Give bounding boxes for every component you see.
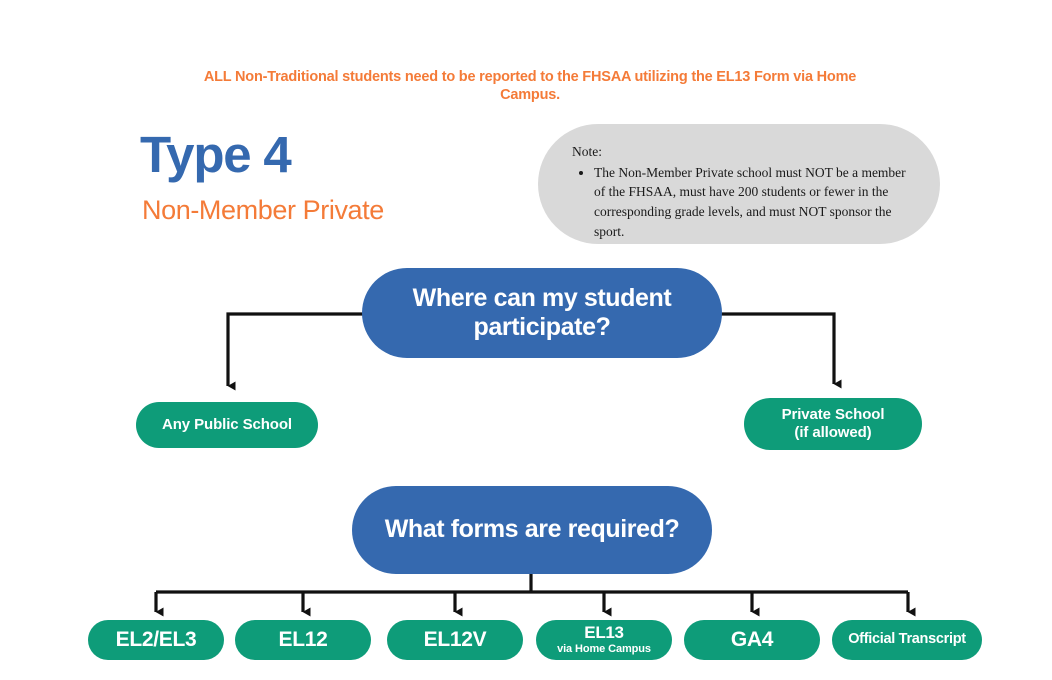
form-pill-el13-sublabel: via Home Campus (557, 643, 651, 656)
form-pill-el2-el3[interactable]: EL2/EL3 (88, 620, 224, 660)
form-pill-el2-el3-label: EL2/EL3 (115, 627, 197, 651)
connector-q1-to-any-public-school (226, 312, 365, 391)
form-pill-official-transcript-label: Official Transcript (848, 631, 966, 648)
note-label: Note: (572, 144, 602, 159)
page-title: Type 4 (140, 126, 292, 183)
header-banner: ALL Non-Traditional students need to be … (203, 69, 857, 104)
option-node-private-school[interactable]: Private School (if allowed) (744, 398, 922, 450)
form-pill-el12v[interactable]: EL12V (387, 620, 523, 660)
decision-node-what-forms-required[interactable]: What forms are required? (352, 486, 712, 574)
form-pill-el13[interactable]: EL13 via Home Campus (536, 620, 672, 660)
form-pill-el12-label: EL12 (278, 627, 328, 651)
note-card: Note: The Non-Member Private school must… (538, 124, 940, 244)
decision-node-where-participate[interactable]: Where can my student participate? (362, 268, 722, 358)
form-pill-ga4[interactable]: GA4 (684, 620, 820, 660)
note-bullet-list: The Non-Member Private school must NOT b… (572, 163, 906, 241)
option-node-any-public-school[interactable]: Any Public School (136, 402, 318, 448)
option-private-school-line1: Private School (781, 406, 885, 424)
option-private-school-line2: (if allowed) (794, 424, 872, 441)
form-pill-el12v-label: EL12V (423, 627, 487, 651)
form-pill-el12[interactable]: EL12 (235, 620, 371, 660)
form-pill-official-transcript[interactable]: Official Transcript (832, 620, 982, 660)
form-pill-el13-label: EL13 (584, 623, 624, 643)
note-bullet-item: The Non-Member Private school must NOT b… (594, 163, 906, 241)
page-subtitle: Non-Member Private (142, 195, 384, 225)
form-pill-ga4-label: GA4 (730, 627, 774, 651)
connector-q1-to-private-school (720, 312, 842, 389)
